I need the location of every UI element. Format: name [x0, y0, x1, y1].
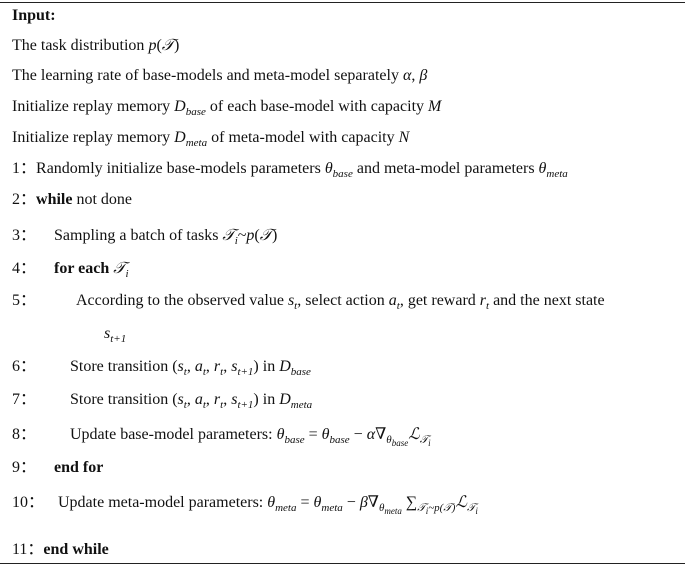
step-9: 9：end for	[12, 459, 104, 476]
step-1: 1：Randomly initialize base-models parame…	[12, 160, 568, 180]
input-header: Input:	[12, 7, 56, 24]
step-3: 3：Sampling a batch of tasks 𝒯i~p(𝒯)	[12, 225, 278, 247]
learning-rate-line: The learning rate of base-models and met…	[12, 67, 428, 84]
step-5-continuation: st+1	[104, 325, 127, 345]
top-rule	[0, 2, 685, 3]
init-meta-memory-line: Initialize replay memory Dmeta of meta-m…	[12, 129, 410, 149]
step-7: 7：Store transition (st, at, rt, st+1) in…	[12, 391, 313, 411]
step-10: 10：Update meta-model parameters: θmeta =…	[12, 492, 478, 516]
init-base-memory-line: Initialize replay memory Dbase of each b…	[12, 98, 442, 118]
step-2: 2：while not done	[12, 191, 133, 208]
step-8: 8：Update base-model parameters: θbase = …	[12, 424, 431, 448]
step-6: 6：Store transition (st, at, rt, st+1) in…	[12, 358, 311, 378]
bottom-rule	[0, 563, 685, 564]
task-distribution-line: The task distribution p(𝒯)	[12, 35, 180, 54]
step-5: 5：According to the observed value st, se…	[12, 292, 605, 312]
step-4: 4：for each 𝒯i	[12, 258, 129, 280]
step-11: 11：end while	[12, 541, 109, 558]
